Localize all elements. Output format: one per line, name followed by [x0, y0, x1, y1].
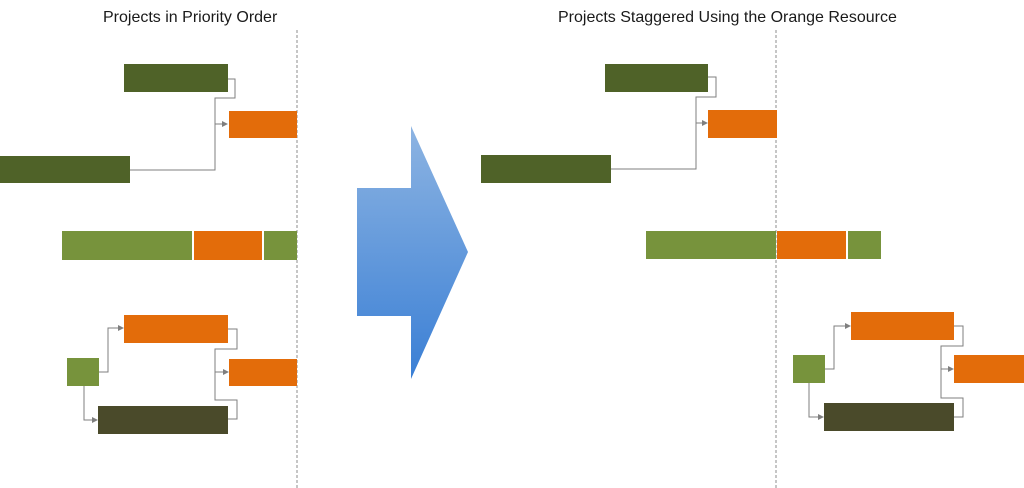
staggered-project-2-light-green-task-bar — [848, 231, 881, 259]
priority-order-project-3-orange-task-bar — [124, 315, 228, 343]
priority-order-project-1-orange-task-bar — [229, 111, 297, 138]
priority-order-dependency-connector — [214, 78, 236, 127]
staggered-project-1-dark-green-task-bar — [481, 155, 611, 183]
block-arrow-right-icon — [357, 126, 468, 379]
staggered-dependency-connector — [611, 123, 697, 170]
staggered-project-1-orange-task-bar — [708, 110, 777, 138]
priority-order-project-3-orange-task-bar — [229, 359, 297, 386]
staggered-dependency-connector — [940, 325, 964, 372]
left-panel-title: Projects in Priority Order — [103, 9, 278, 26]
right-panel-title: Projects Staggered Using the Orange Reso… — [558, 9, 897, 26]
priority-order-dependency-connector — [214, 372, 238, 420]
priority-order-dependency-connector — [99, 325, 124, 373]
staggered-project-3-orange-task-bar — [954, 355, 1024, 383]
staggered-project-2-orange-task-bar — [777, 231, 846, 259]
staggered-project-3-olive-task-bar — [824, 403, 954, 431]
staggered-project-3-orange-task-bar — [851, 312, 954, 340]
priority-order-project-3-light-green-task-bar — [67, 358, 99, 386]
priority-order-project-2-orange-task-bar — [194, 231, 262, 260]
staggered-project-2-light-green-task-bar — [646, 231, 776, 259]
staggered-project-1-dark-green-task-bar — [605, 64, 708, 92]
staggered-dependency-connector — [825, 323, 851, 370]
staggered-dependency-connector — [695, 76, 717, 126]
priority-order-dependency-connector — [214, 328, 238, 375]
priority-order-project-2-light-green-task-bar — [62, 231, 192, 260]
priority-order-project-1-dark-green-task-bar — [0, 156, 130, 183]
priority-order-project-1-dark-green-task-bar — [124, 64, 228, 92]
priority-order-project-3-olive-task-bar — [98, 406, 228, 434]
staggered-dependency-connector — [940, 369, 964, 418]
priority-order-dependency-connector — [130, 124, 216, 171]
priority-order-project-2-light-green-task-bar — [264, 231, 297, 260]
staggered-project-3-light-green-task-bar — [793, 355, 825, 383]
